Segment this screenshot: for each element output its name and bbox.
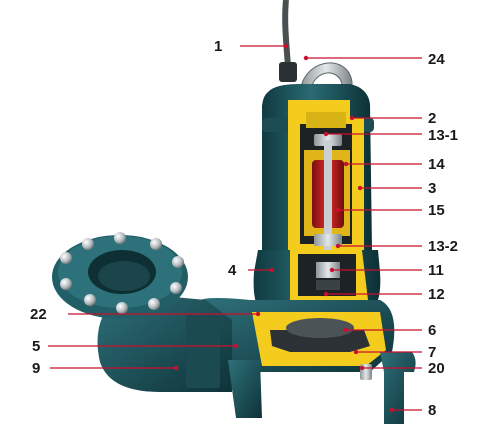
flange-bolts (60, 232, 184, 314)
callout-5: 5 (32, 338, 40, 355)
power-cable (282, 0, 291, 67)
callout-9: 9 (32, 360, 40, 377)
callout-20: 20 (428, 360, 445, 377)
leader-lines (48, 45, 422, 411)
callout-1: 1 (214, 38, 222, 55)
mechanical-seal-spring (316, 262, 340, 278)
callout-13-1: 13-1 (428, 127, 458, 144)
cable-gland (279, 62, 297, 82)
shaft (324, 140, 332, 290)
duckfoot-base (228, 360, 262, 418)
leader-dots (173, 43, 395, 413)
callout-15: 15 (428, 202, 445, 219)
callout-8: 8 (428, 402, 436, 419)
callout-labels: 1 24 2 13-1 14 3 15 13-2 4 11 12 22 6 5 … (30, 38, 458, 419)
elbow-flange-plate (186, 314, 220, 388)
callout-3: 3 (428, 180, 436, 197)
callout-4: 4 (228, 262, 237, 279)
callout-12: 12 (428, 286, 445, 303)
callout-14: 14 (428, 156, 445, 173)
callout-24: 24 (428, 51, 445, 68)
upper-bearing-cap (306, 112, 346, 128)
callout-7: 7 (428, 344, 436, 361)
lower-bearing (314, 234, 342, 246)
flange-bore-inner (98, 261, 150, 291)
support-foot (380, 352, 416, 424)
callout-11: 11 (428, 262, 444, 279)
callout-22: 22 (30, 306, 47, 323)
callout-6: 6 (428, 322, 436, 339)
impeller (270, 330, 370, 352)
callout-2: 2 (428, 110, 436, 127)
callout-13-2: 13-2 (428, 238, 458, 255)
impeller-hub (286, 318, 354, 338)
mechanical-seal (316, 280, 340, 290)
